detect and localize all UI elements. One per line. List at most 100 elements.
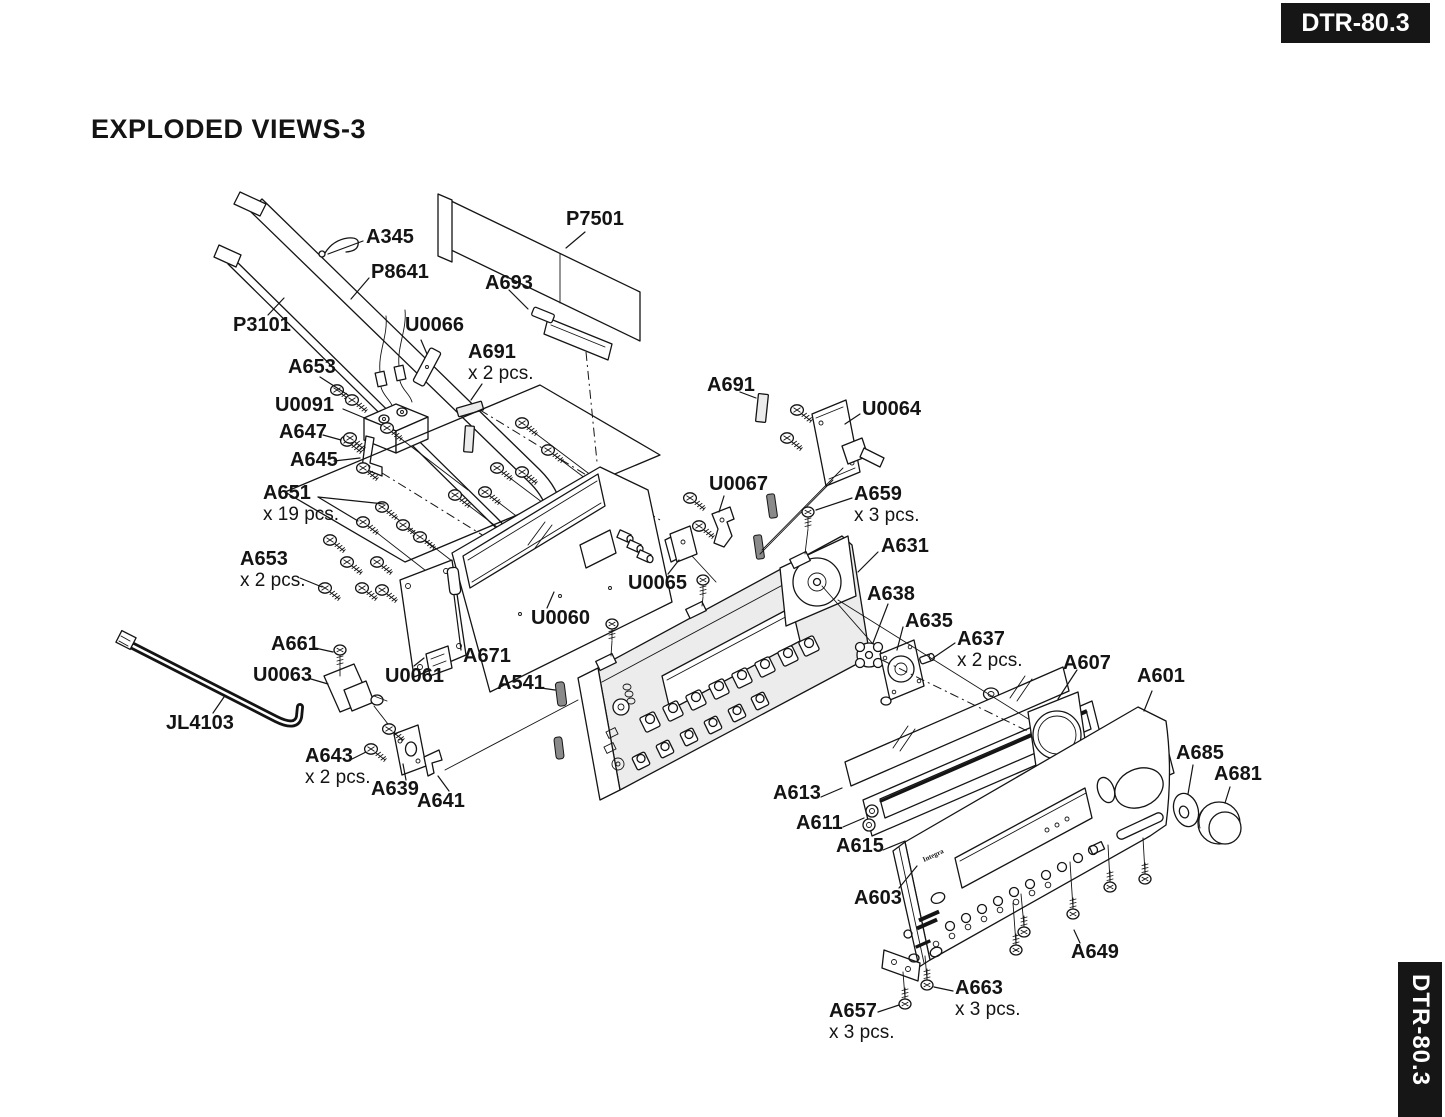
part-number: U0061 bbox=[385, 665, 444, 687]
part-label-a613: A613 bbox=[773, 783, 821, 804]
part-number: A637 bbox=[957, 628, 1005, 650]
leader-line-a651 bbox=[317, 496, 385, 505]
part-number: A601 bbox=[1137, 665, 1185, 687]
leader-line-a631 bbox=[857, 551, 879, 573]
leader-line-a607 bbox=[1057, 669, 1078, 700]
part-number: U0067 bbox=[709, 473, 768, 495]
part-number: A611 bbox=[796, 812, 843, 834]
part-number: A651 bbox=[263, 482, 311, 504]
part-label-u0060: U0060 bbox=[531, 608, 590, 629]
leader-line-p8641 bbox=[350, 277, 370, 300]
leader-line-u0060 bbox=[546, 591, 555, 609]
part-label-a681: A681 bbox=[1214, 764, 1262, 785]
part-number: A607 bbox=[1063, 652, 1111, 674]
part-label-u0061: U0061 bbox=[385, 666, 444, 687]
part-label-p7501: P7501 bbox=[566, 209, 624, 230]
part-label-a611: A611 bbox=[796, 813, 843, 834]
subpanel-buttons-row2 bbox=[631, 691, 770, 771]
part-qty: x 2 pcs. bbox=[957, 650, 1023, 671]
part-label-p8641: P8641 bbox=[371, 262, 429, 283]
leader-line-a541 bbox=[540, 687, 556, 691]
part-label-a639: A639 bbox=[371, 779, 419, 800]
part-label-a603: A603 bbox=[854, 888, 902, 909]
leader-line-a638 bbox=[872, 603, 889, 644]
leader-line-p3101 bbox=[267, 297, 285, 316]
part-number: A681 bbox=[1214, 763, 1262, 785]
part-number: A615 bbox=[836, 835, 884, 857]
part-number: A653 bbox=[288, 356, 336, 378]
leader-line-u0064 bbox=[844, 413, 861, 425]
part-label-a638: A638 bbox=[867, 584, 915, 605]
part-label-a647: A647 bbox=[279, 422, 327, 443]
leader-line-a345 bbox=[327, 240, 364, 255]
part-a613-window bbox=[844, 666, 1070, 787]
leader-line-a671 bbox=[453, 594, 462, 651]
rubber-strips bbox=[753, 493, 778, 560]
leader-line-u0067 bbox=[718, 495, 725, 513]
leader-line-u0063 bbox=[310, 678, 329, 685]
leader-line-a645 bbox=[333, 457, 361, 462]
part-number: A641 bbox=[417, 790, 465, 812]
leader-line-a681 bbox=[1224, 786, 1231, 804]
part-number: U0066 bbox=[405, 314, 464, 336]
part-qty: x 2 pcs. bbox=[468, 363, 534, 384]
leader-line-u0066 bbox=[420, 339, 428, 355]
part-number: JL4103 bbox=[166, 712, 234, 734]
leader-line-a691-right bbox=[739, 391, 757, 399]
part-qty: x 2 pcs. bbox=[240, 570, 306, 591]
part-number: A671 bbox=[463, 645, 511, 667]
part-label-a691-right: A691 bbox=[707, 375, 755, 396]
rca-connectors bbox=[616, 529, 654, 564]
part-u0067-clip bbox=[682, 492, 735, 548]
part-label-a607: A607 bbox=[1063, 653, 1111, 674]
part-number: A691 bbox=[707, 374, 755, 396]
part-number: A603 bbox=[854, 887, 902, 909]
part-label-a601: A601 bbox=[1137, 666, 1185, 687]
part-p7501-ribbon bbox=[437, 193, 641, 463]
leader-line-a649 bbox=[1073, 929, 1081, 944]
part-label-a685: A685 bbox=[1176, 743, 1224, 764]
part-number: A638 bbox=[867, 583, 915, 605]
part-number: A541 bbox=[497, 672, 545, 694]
part-number: A657 bbox=[829, 1000, 877, 1022]
part-number: P7501 bbox=[566, 208, 624, 230]
part-label-u0067: U0067 bbox=[709, 474, 768, 495]
part-label-jl4103: JL4103 bbox=[166, 713, 234, 734]
part-a681-knob bbox=[1197, 801, 1242, 845]
part-number: A647 bbox=[279, 421, 327, 443]
leader-line-a643 bbox=[349, 751, 367, 761]
part-qty: x 3 pcs. bbox=[955, 999, 1021, 1020]
part-label-a615: A615 bbox=[836, 836, 884, 857]
part-number: U0065 bbox=[628, 572, 687, 594]
part-a541-cushions bbox=[553, 681, 568, 760]
leader-line-a641 bbox=[437, 775, 450, 792]
part-qty: x 19 pcs. bbox=[263, 504, 340, 525]
part-label-a345: A345 bbox=[366, 227, 414, 248]
part-qty: x 3 pcs. bbox=[854, 505, 920, 526]
part-number: A691 bbox=[468, 341, 516, 363]
part-number: A693 bbox=[485, 272, 533, 294]
leader-line-a685 bbox=[1187, 764, 1194, 795]
part-a693-strip bbox=[531, 306, 555, 324]
part-number: U0064 bbox=[862, 398, 921, 420]
leader-line-u0065 bbox=[667, 559, 680, 575]
part-number: A643 bbox=[305, 745, 353, 767]
part-a691-strip-right bbox=[755, 393, 769, 423]
part-a345-wire bbox=[318, 237, 359, 258]
button-holes bbox=[932, 816, 1099, 948]
part-number: A645 bbox=[290, 449, 338, 471]
part-label-a631: A631 bbox=[881, 536, 929, 557]
part-a685-washer bbox=[1172, 792, 1200, 828]
part-u0060-panel bbox=[451, 466, 673, 693]
part-label-p3101: P3101 bbox=[233, 315, 291, 336]
part-u0063-assembly bbox=[323, 644, 399, 738]
leader-line-a653-top bbox=[319, 376, 349, 396]
leader-line-a601 bbox=[1143, 690, 1153, 712]
